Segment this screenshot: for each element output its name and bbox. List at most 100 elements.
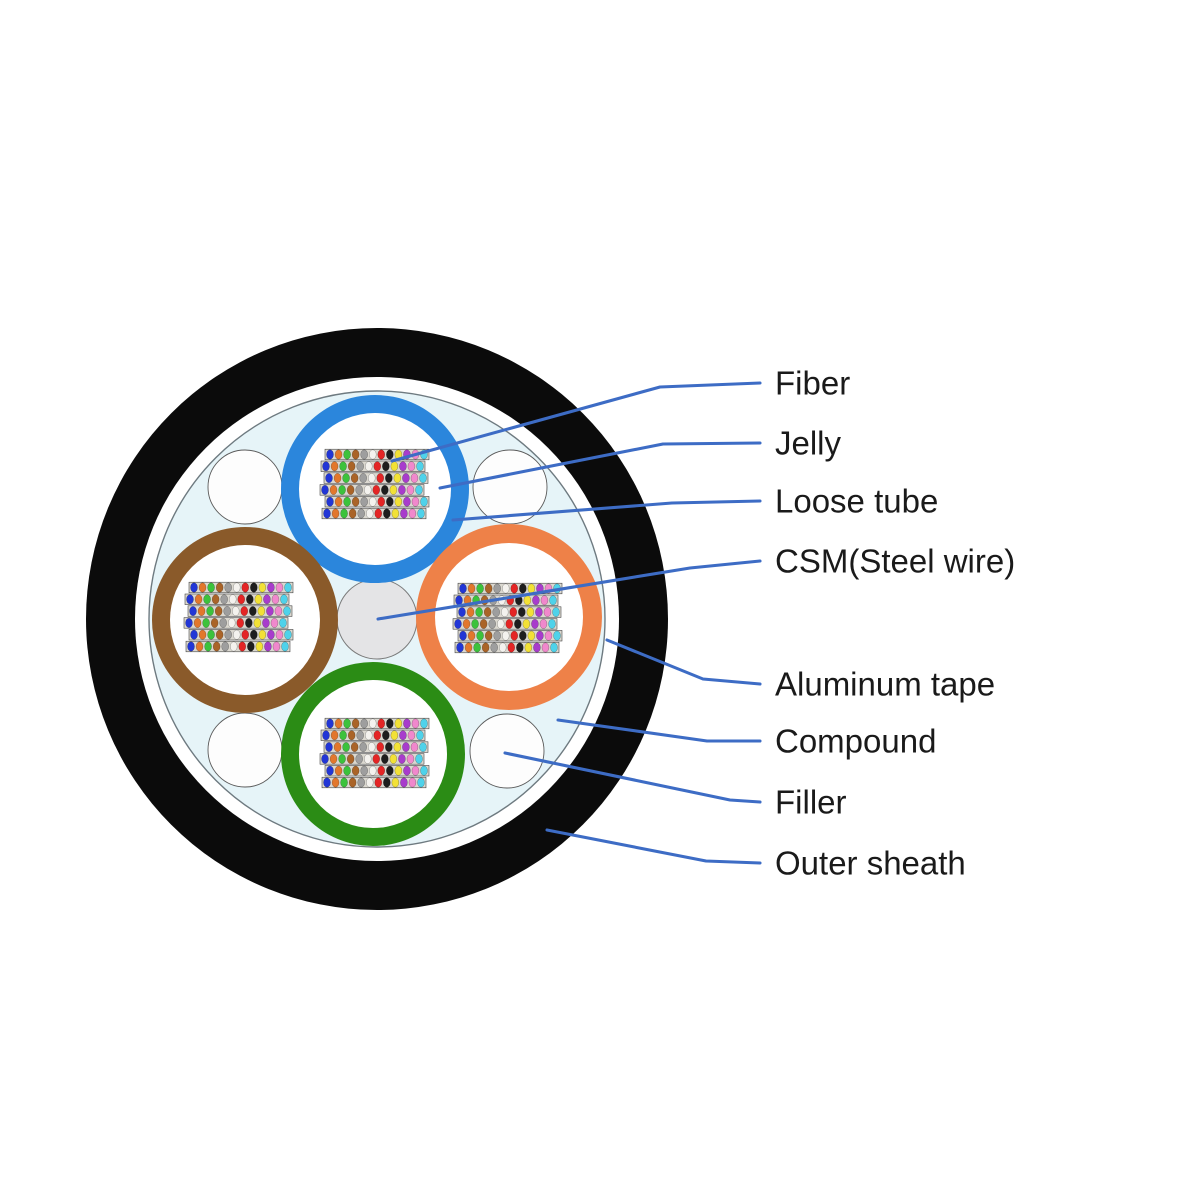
label-compound: Compound [775,723,936,760]
fiber-dot-white [363,753,372,764]
fiber-dot-rose [274,606,283,617]
leader-line-jelly [438,441,762,490]
fiber-dot-rose [407,730,416,741]
fiber-dot-green [473,642,481,653]
fiber-dot-brown [347,461,356,472]
fiber-dot-aqua [417,508,425,519]
fiber-ribbon [324,717,430,730]
fiber-dot-red [241,582,250,593]
fiber-dot-brown [483,607,492,618]
fiber-dot-blue [190,582,198,593]
fiber-dot-black [519,630,527,641]
fiber-dot-orange [467,630,476,641]
fiber-dot-orange [329,484,338,495]
fiber-dot-slate [224,582,232,593]
fiber-ribbon [320,729,426,741]
fiber-dot-brown [211,594,220,605]
fiber-dot-red [510,583,519,594]
fiber-dot-yellow [526,607,535,618]
leader-line-fiber [390,381,762,463]
fiber-dot-violet [267,629,275,640]
fiber-dot-aqua [553,630,561,641]
fiber-dot-blue [459,630,467,641]
fiber-dot-orange [330,461,339,472]
label-aluminum_tape: Aluminum tape [775,666,995,703]
fiber-dot-rose [270,617,279,628]
fiber-dot-white [365,777,374,788]
fiber-ribbon [184,593,290,605]
fiber-dot-white [368,449,377,460]
fiber-dot-white [229,641,238,652]
fiber-dot-brown [481,642,490,653]
filler-circle [472,449,548,525]
fiber-dot-black [385,742,393,753]
fiber-dot-black [245,617,253,628]
fiber-dot-black [386,765,394,776]
fiber-dot-orange [333,473,342,484]
fiber-dot-black [383,777,391,788]
fiber-dot-black [249,606,257,617]
fiber-dot-blue [323,777,331,788]
fiber-dot-orange [334,765,343,776]
fiber-ribbon [185,640,291,653]
fiber-dot-brown [351,496,360,507]
fiber-dot-aqua [416,730,424,741]
fiber-dot-blue [325,742,333,753]
fiber-dot-aqua [284,582,292,593]
fiber-dot-violet [399,461,407,472]
fiber-dot-yellow [254,594,263,605]
fiber-dot-violet [400,777,408,788]
fiber-dot-violet [536,630,544,641]
fiber-dot-white [367,742,376,753]
leader-line-filler [503,751,762,804]
fiber-ribbon [324,448,430,461]
fiber-dot-black [383,508,391,519]
leader-line-compound [556,718,762,743]
fiber-dot-green [207,629,215,640]
fiber-dot-white [232,629,241,640]
fiber-dot-brown [215,629,224,640]
fiber-dot-orange [334,718,343,729]
fiber-dot-violet [403,765,411,776]
fiber-dot-brown [484,630,493,641]
fiber-dot-slate [219,617,227,628]
fiber-dot-white [367,473,376,484]
fiber-dot-yellow [394,496,403,507]
leader-line-csm [376,559,762,621]
fiber-dot-slate [359,742,367,753]
fiber-dot-violet [264,641,272,652]
fiber-ribbon [324,496,430,508]
fiber-dot-rose [408,777,417,788]
fiber-dot-yellow [390,461,399,472]
fiber-dot-orange [334,496,343,507]
fiber-dot-orange [464,642,473,653]
fiber-dot-aqua [416,461,424,472]
fiber-ribbon [457,630,563,642]
fiber-dot-black [247,641,255,652]
fiber-dot-slate [360,718,368,729]
fiber-dot-blue [322,730,330,741]
fiber-dot-orange [462,618,471,629]
fiber-dot-white [232,582,241,593]
fiber-dot-white [368,718,377,729]
fiber-dot-violet [402,742,410,753]
fiber-dot-black [382,461,390,472]
fiber-dot-violet [403,718,411,729]
fiber-dot-black [518,607,526,618]
fiber-dot-black [386,496,394,507]
fiber-dot-orange [330,730,339,741]
fiber-dot-black [246,594,254,605]
fiber-dot-rose [541,642,550,653]
fiber-dot-slate [488,618,496,629]
fiber-dot-green [476,630,484,641]
fiber-dot-aqua [420,718,428,729]
fiber-dot-white [231,606,240,617]
fiber-dot-orange [329,753,338,764]
fiber-dot-red [376,742,385,753]
fiber-dot-red [510,630,519,641]
fiber-ribbon-stack-green [319,717,430,789]
fiber-dot-red [377,496,386,507]
fiber-dot-red [236,617,245,628]
fiber-dot-white [364,461,373,472]
